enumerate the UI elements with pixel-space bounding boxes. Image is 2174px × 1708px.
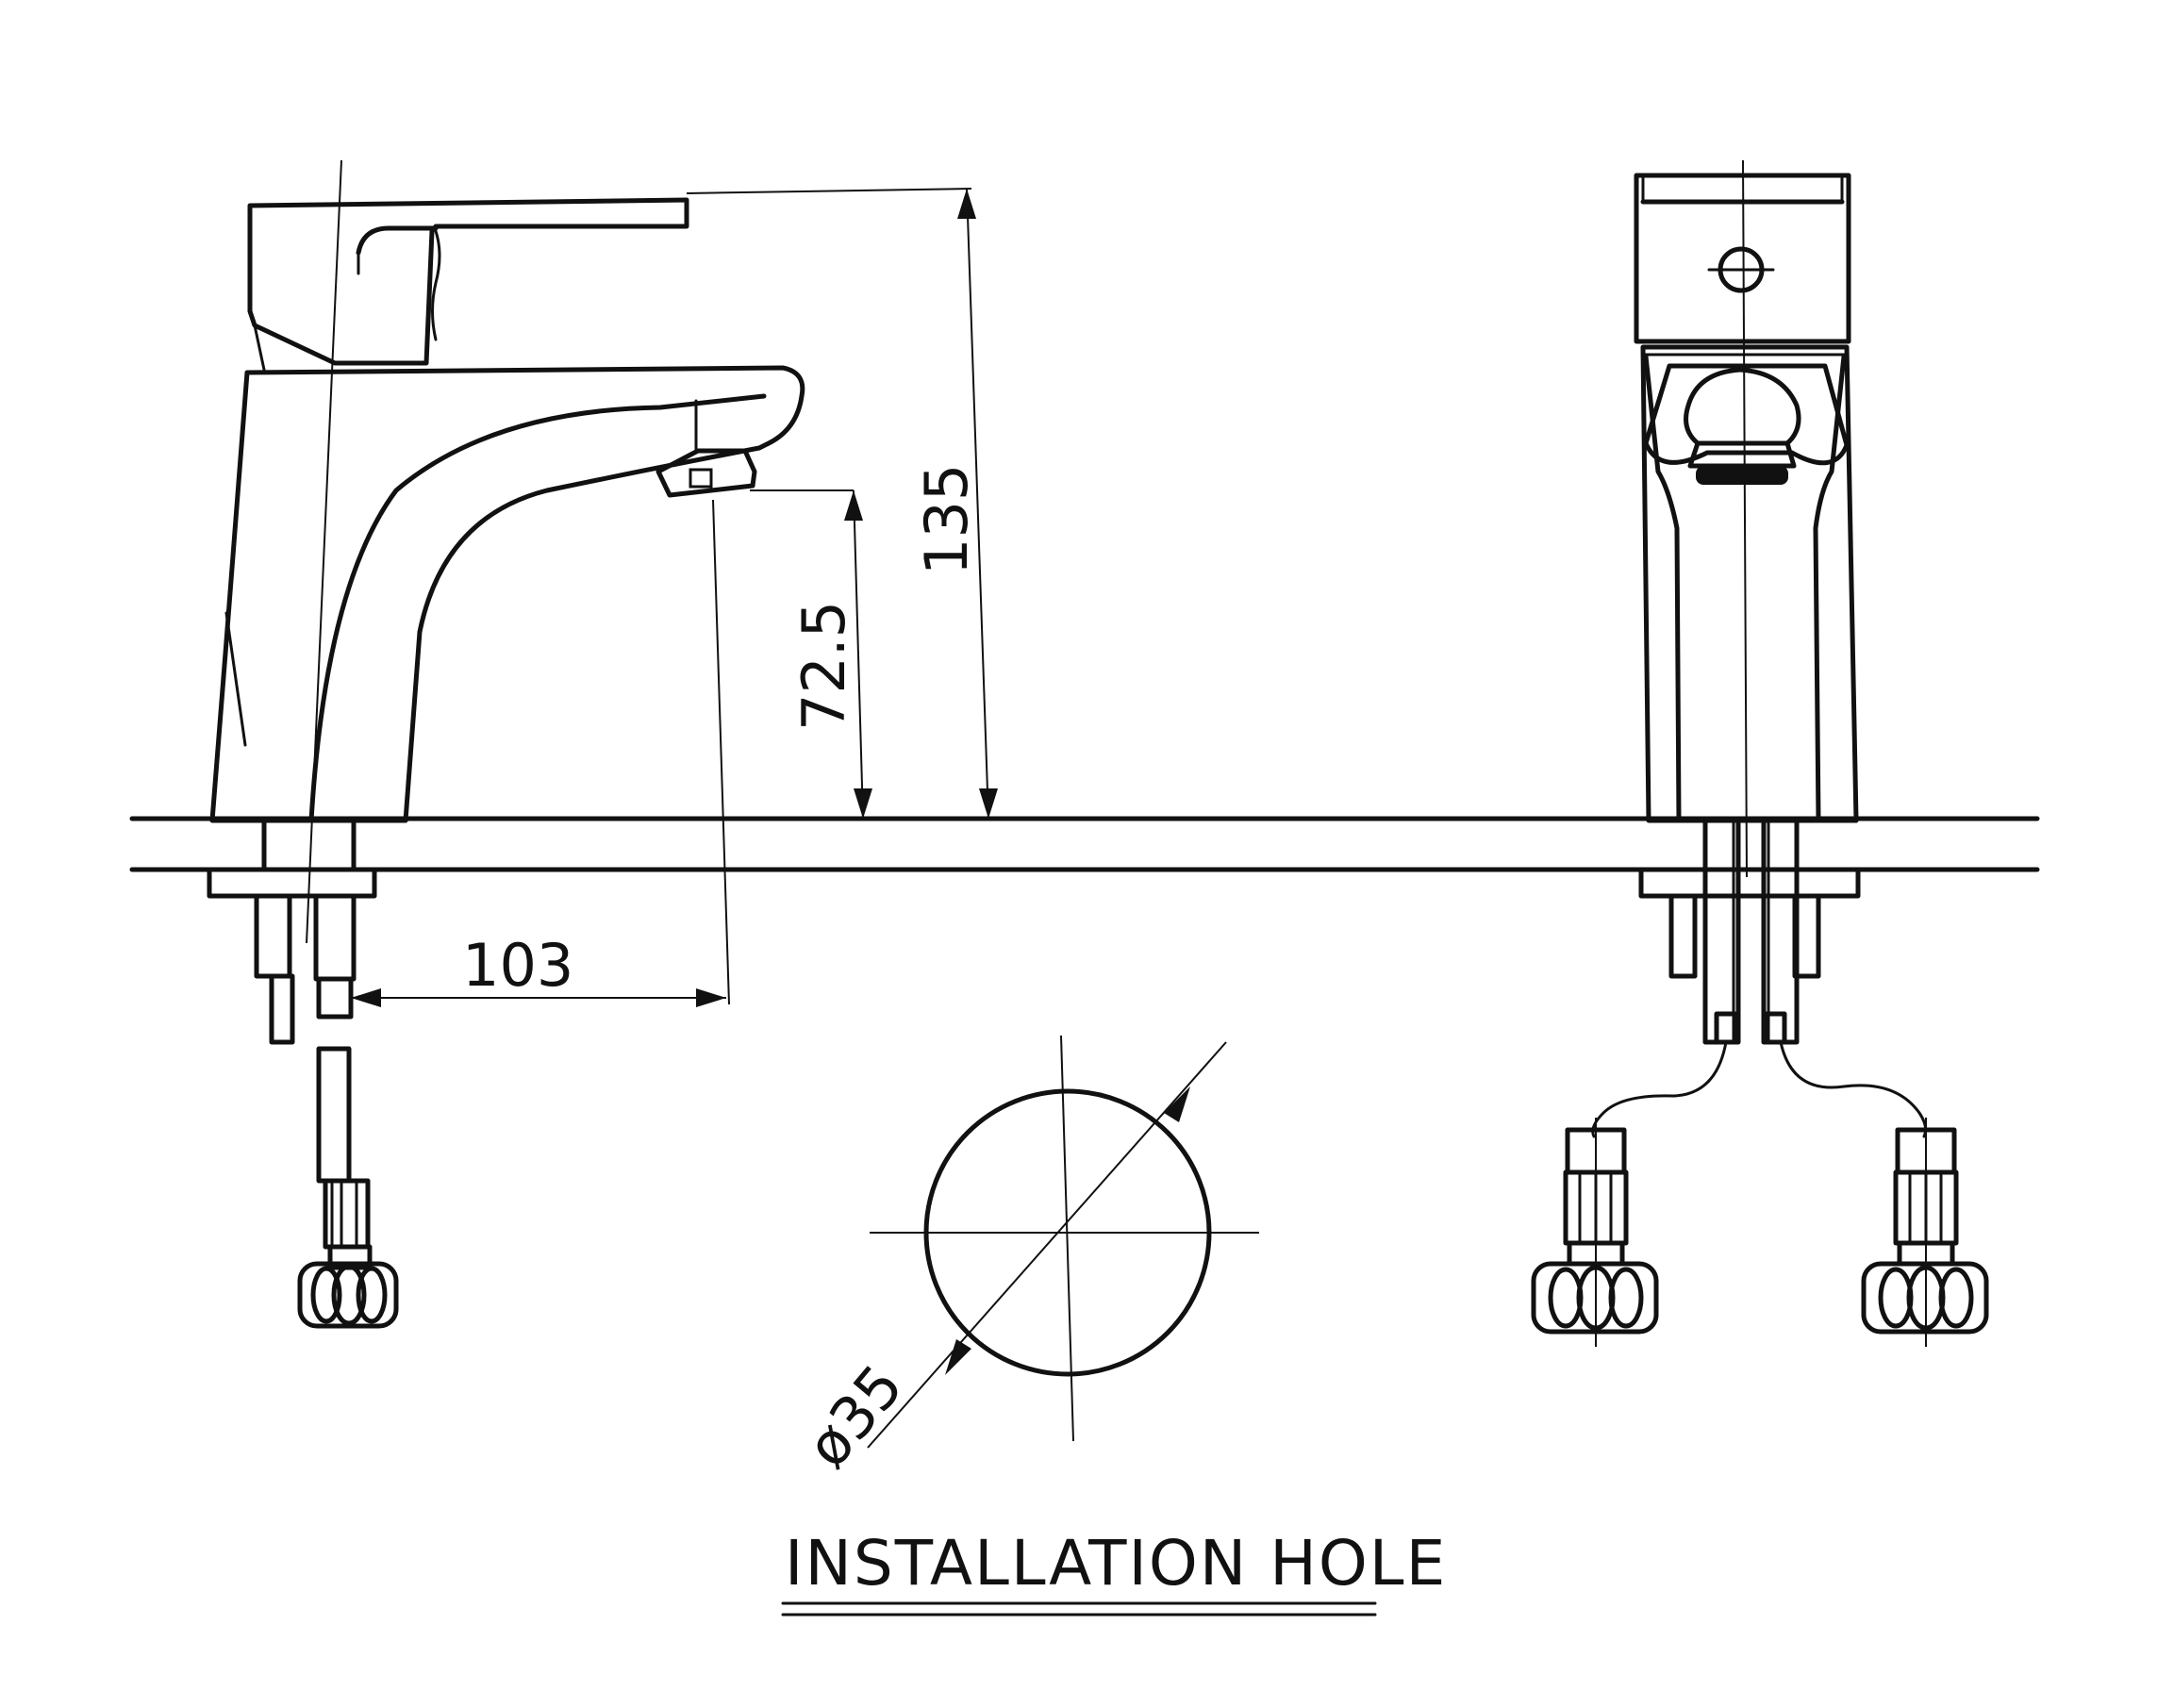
centerline <box>306 159 342 944</box>
installation-hole <box>867 1035 1259 1449</box>
front-right-connector <box>1861 1118 1989 1347</box>
dim-reach-label: 103 <box>462 931 573 1000</box>
front-body <box>1640 344 1859 823</box>
dim-spout-height-label: 72.5 <box>789 601 858 731</box>
countertop <box>129 816 2040 872</box>
faucet-body <box>209 365 805 823</box>
dimension-spout-height <box>750 489 872 820</box>
dim-total-height-label: 135 <box>912 464 981 575</box>
faucet-side-view <box>207 159 805 1329</box>
hole-diameter-label: ø35 <box>793 1351 917 1480</box>
front-left-connector <box>1531 1118 1659 1347</box>
dimension-total-height <box>686 188 998 820</box>
flexible-hoses <box>1591 1040 1928 1138</box>
connector-nut <box>297 1261 399 1329</box>
lever-handle <box>247 197 689 366</box>
aerator <box>656 448 757 498</box>
dimension-reach <box>351 499 730 1007</box>
caption: INSTALLATION HOLE <box>785 1527 1447 1600</box>
faucet-front-view <box>1634 159 1861 1045</box>
